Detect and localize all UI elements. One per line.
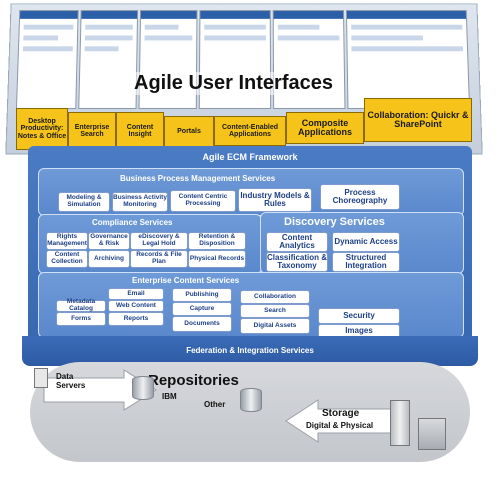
ecs-search: Search: [240, 304, 310, 318]
arrow-right-icon: [43, 369, 157, 411]
federation-title: Federation & Integration Services: [186, 346, 314, 355]
screenshot-thumbnail: [15, 10, 79, 109]
discovery-title: Discovery Services: [284, 216, 385, 228]
compliance-governance: Governance & Risk: [88, 232, 130, 250]
tab-enterprise-search: Enterprise Search: [68, 112, 116, 150]
ibm-label: IBM: [162, 392, 177, 401]
ecs-web-content: Web Content: [108, 300, 164, 312]
bpm-process-choreography: Process Choreography: [320, 184, 400, 210]
repositories-label: Repositories: [148, 372, 239, 389]
ecs-forms: Forms: [56, 312, 106, 326]
compliance-records: Records & File Plan: [130, 250, 188, 268]
tape-library-icon: [418, 418, 446, 450]
bpm-modeling: Modeling & Simulation: [58, 192, 110, 212]
other-database-icon: [240, 388, 262, 412]
storage-tower-icon: [390, 400, 410, 446]
tab-composite-apps: Composite Applications: [286, 112, 364, 144]
compliance-physical: Physical Records: [188, 250, 246, 268]
ecs-collaboration: Collaboration: [240, 290, 310, 304]
storage-label: Storage: [322, 408, 360, 419]
discovery-structured: Structured Integration: [332, 252, 400, 272]
ecs-email: Email: [108, 288, 164, 300]
ecs-publishing: Publishing: [172, 288, 232, 302]
screenshot-thumbnail: [345, 10, 471, 109]
ecs-documents: Documents: [172, 316, 232, 332]
compliance-rights: Rights Management: [46, 232, 88, 250]
compliance-archiving: Archiving: [88, 250, 130, 268]
tab-content-insight: Content Insight: [116, 112, 164, 150]
tab-portals: Portals: [164, 116, 214, 148]
discovery-content-analytics: Content Analytics: [266, 232, 328, 252]
framework-title: Agile ECM Framework: [202, 152, 298, 162]
agile-ui-title: Agile User Interfaces: [128, 72, 339, 95]
ecs-digital-assets: Digital Assets: [240, 318, 310, 334]
ecs-capture: Capture: [172, 302, 232, 316]
data-servers-label: Data Servers: [56, 372, 86, 391]
arrow-left-icon: [285, 399, 399, 443]
ecs-metadata-catalog: Metadata Catalog: [56, 298, 106, 312]
federation-bar: [22, 336, 478, 366]
compliance-content-collection: Content Collection: [46, 250, 88, 268]
bpm-title: Business Process Management Services: [120, 174, 276, 183]
discovery-classification: Classification & Taxonomy: [266, 252, 328, 272]
bpm-industry-models: Industry Models & Rules: [238, 188, 312, 212]
ibm-database-icon: [132, 376, 154, 400]
other-label: Other: [204, 400, 226, 409]
ecs-title: Enterprise Content Services: [132, 276, 240, 285]
discovery-dynamic-access: Dynamic Access: [332, 232, 400, 252]
compliance-title: Compliance Services: [92, 218, 173, 227]
ecs-reports: Reports: [108, 312, 164, 326]
tab-desktop-productivity: Desktop Productivity: Notes & Office: [16, 108, 68, 150]
bpm-content-centric: Content Centric Processing: [170, 190, 236, 212]
compliance-retention: Retention & Disposition: [188, 232, 246, 250]
data-server-icon: [34, 368, 48, 388]
ecs-security: Security: [318, 308, 400, 324]
compliance-ediscovery: eDiscovery & Legal Hold: [130, 232, 188, 250]
bpm-monitoring: Business Activity Monitoring: [112, 192, 168, 212]
storage-sub-label: Digital & Physical: [306, 421, 374, 430]
tab-collaboration: Collaboration: Quickr & SharePoint: [364, 98, 472, 142]
tab-content-enabled-apps: Content-Enabled Applications: [214, 116, 286, 146]
